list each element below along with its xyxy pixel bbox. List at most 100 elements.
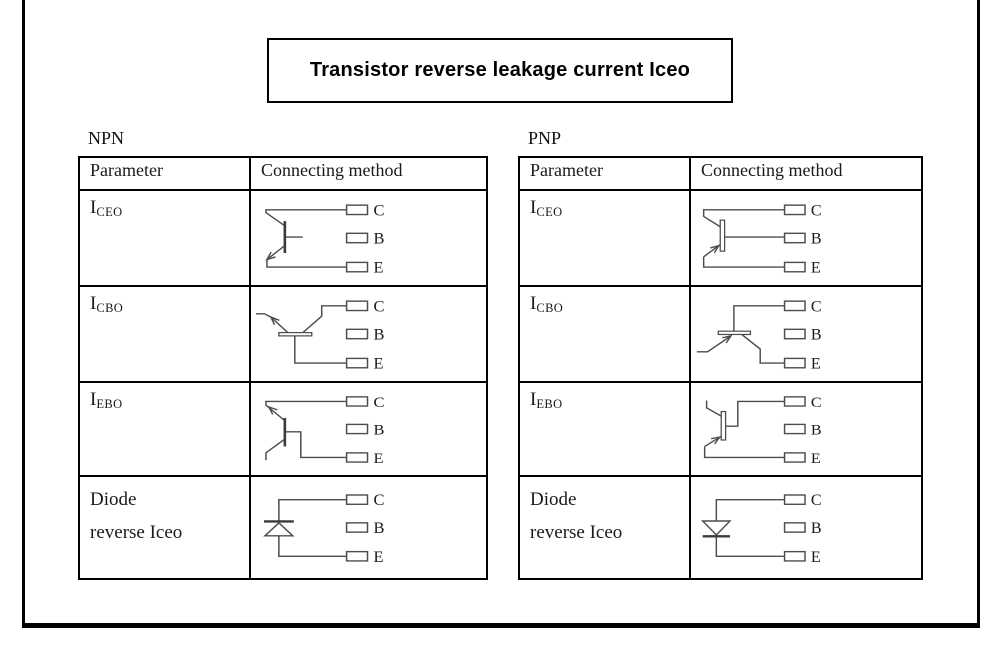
terminal-box-e xyxy=(345,261,369,273)
parameter-cell: IEBO xyxy=(80,381,249,475)
title-box: Transistor reverse leakage current Iceo xyxy=(267,38,733,103)
terminal-box-e xyxy=(783,550,806,562)
terminal-label-e: E xyxy=(811,356,821,373)
terminal-label-e: E xyxy=(373,451,383,467)
emitter-arrow-icon xyxy=(267,405,278,415)
terminal-box-c xyxy=(783,396,806,407)
pnp-header-parameter: Parameter xyxy=(530,160,603,180)
npn-icbo-schematic: C B E xyxy=(255,299,384,373)
terminal-box-b xyxy=(783,522,806,533)
terminal-box-e xyxy=(783,452,806,463)
terminal-label-c: C xyxy=(373,203,384,219)
parameter-label-line2: reverse Iceo xyxy=(530,522,623,543)
method-cell: C B E xyxy=(689,189,921,285)
npn-iebo-schematic: C B E xyxy=(265,394,384,467)
terminal-box-c xyxy=(345,204,369,216)
terminal-box-e xyxy=(345,452,369,463)
method-cell: C B E xyxy=(689,285,921,381)
page-title: Transistor reverse leakage current Iceo xyxy=(309,59,691,81)
terminal-box-b xyxy=(345,328,369,340)
terminal-label-c: C xyxy=(373,394,384,410)
terminal-box-c xyxy=(783,300,806,312)
terminal-label-c: C xyxy=(811,203,822,220)
parameter-label: ICEO xyxy=(90,197,123,219)
terminal-box-c xyxy=(345,494,369,505)
method-cell: C B E xyxy=(689,381,921,475)
terminal-label-e: E xyxy=(811,549,821,566)
npn-header-connecting-method: Connecting method xyxy=(249,158,486,189)
parameter-label: IEBO xyxy=(90,389,123,411)
npn-header-parameter: Parameter xyxy=(90,160,163,180)
terminal-label-c: C xyxy=(811,493,822,510)
terminal-box-c xyxy=(783,204,806,216)
pnp-iceo-schematic: C B E xyxy=(702,203,822,277)
method-cell: C B E xyxy=(689,475,921,578)
terminal-label-b: B xyxy=(373,422,384,438)
parameter-label-line2: reverse Iceo xyxy=(90,522,183,543)
terminal-label-e: E xyxy=(811,450,821,466)
terminal-box-b xyxy=(345,522,369,533)
method-cell: C B E xyxy=(249,189,486,285)
emitter-arrow-icon xyxy=(269,315,280,326)
parameter-cell: Diode reverse Iceo xyxy=(520,475,689,578)
terminal-label-b: B xyxy=(811,422,822,438)
method-cell: C B E xyxy=(249,475,486,578)
terminal-label-c: C xyxy=(373,299,384,315)
parameter-cell: ICBO xyxy=(80,285,249,381)
parameter-label-line1: Diode xyxy=(90,489,137,510)
parameter-cell: Diode reverse Iceo xyxy=(80,475,249,578)
emitter-arrow-icon xyxy=(710,244,721,254)
terminal-label-b: B xyxy=(373,231,384,247)
terminal-box-b xyxy=(783,423,806,435)
parameter-cell: ICEO xyxy=(520,189,689,285)
method-cell: C B E xyxy=(249,285,486,381)
pnp-section-label: PNP xyxy=(528,128,562,148)
terminal-label-b: B xyxy=(811,520,822,537)
terminal-box-b xyxy=(345,232,369,244)
parameter-cell: ICEO xyxy=(80,189,249,285)
pnp-iebo-schematic: C B E xyxy=(703,394,822,467)
terminal-label-c: C xyxy=(373,493,384,509)
emitter-arrow-icon xyxy=(710,436,722,445)
pnp-header-connecting-method: Connecting method xyxy=(689,158,921,189)
terminal-box-b xyxy=(783,328,806,340)
parameter-label: ICBO xyxy=(530,293,564,315)
outer-frame xyxy=(22,0,980,628)
npn-iceo-schematic: C B E xyxy=(265,203,384,277)
diode-triangle-icon xyxy=(263,521,295,537)
terminal-label-e: E xyxy=(373,356,383,372)
parameter-label-line1: Diode xyxy=(530,489,577,510)
parameter-cell: ICBO xyxy=(520,285,689,381)
terminal-label-b: B xyxy=(811,327,822,344)
parameter-label: ICEO xyxy=(530,197,563,219)
terminal-box-b xyxy=(345,423,369,435)
terminal-label-e: E xyxy=(811,260,821,277)
terminal-label-b: B xyxy=(373,327,384,343)
terminal-label-e: E xyxy=(373,260,383,276)
parameter-label: ICBO xyxy=(90,293,124,315)
terminal-box-b xyxy=(783,232,806,244)
terminal-label-e: E xyxy=(373,549,383,565)
pnp-table: Parameter Connecting method ICEO C B E xyxy=(518,156,923,580)
npn-diode-schematic: C B E xyxy=(263,493,384,566)
method-cell: C B E xyxy=(249,381,486,475)
emitter-arrow-icon xyxy=(265,251,276,261)
terminal-box-c xyxy=(345,396,369,407)
pnp-icbo-schematic: C B E xyxy=(696,299,822,373)
terminal-label-c: C xyxy=(811,299,822,316)
terminal-box-c xyxy=(783,494,806,505)
npn-table: Parameter Connecting method ICEO C B E xyxy=(78,156,488,580)
emitter-arrow-icon xyxy=(722,334,733,344)
terminal-box-e xyxy=(783,357,806,369)
terminal-label-c: C xyxy=(811,394,822,410)
parameter-label: IEBO xyxy=(530,389,563,411)
terminal-box-e xyxy=(345,357,369,369)
pnp-diode-schematic: C B E xyxy=(701,493,822,566)
terminal-label-b: B xyxy=(373,521,384,537)
terminal-box-e xyxy=(783,261,806,273)
npn-section-label: NPN xyxy=(88,128,125,148)
terminal-label-b: B xyxy=(811,231,822,248)
terminal-box-e xyxy=(345,550,369,562)
terminal-box-c xyxy=(345,300,369,312)
